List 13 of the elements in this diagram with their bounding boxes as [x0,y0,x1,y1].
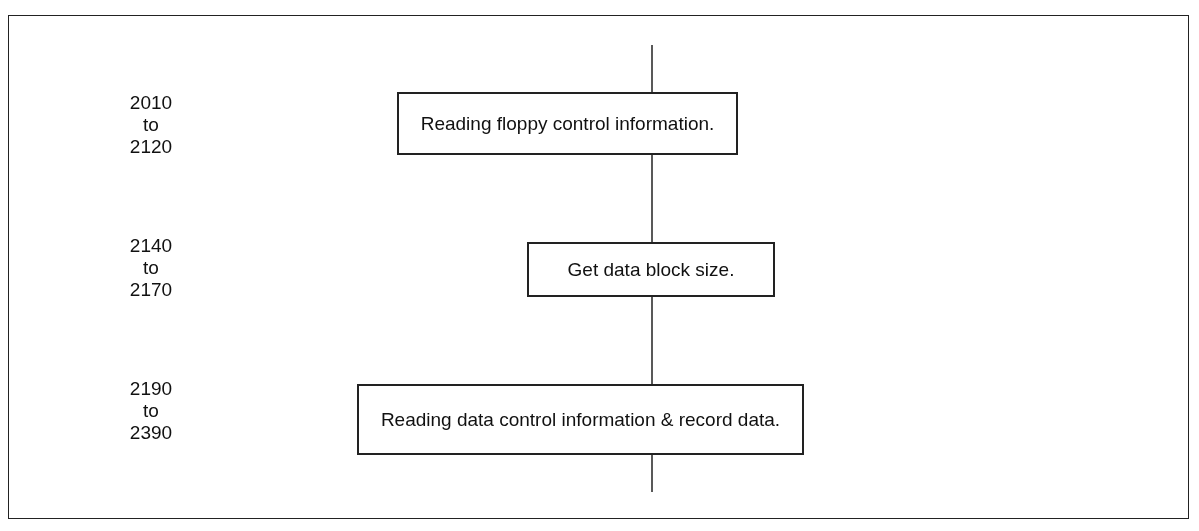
connector-line [651,154,653,243]
connector-line [651,296,653,385]
process-label: Reading floppy control information. [420,112,715,135]
line-number-range: 2190 to 2390 [128,378,174,444]
process-box [527,242,775,297]
process-box [357,384,804,455]
connector-line [651,454,653,493]
process-label: Get data block size. [567,258,735,281]
line-number-range: 2140 to 2170 [128,235,174,301]
process-label: Reading data control information & record data. [380,408,781,431]
connector-line [651,44,653,93]
process-box [397,92,738,155]
line-number-range: 2010 to 2120 [128,92,174,158]
